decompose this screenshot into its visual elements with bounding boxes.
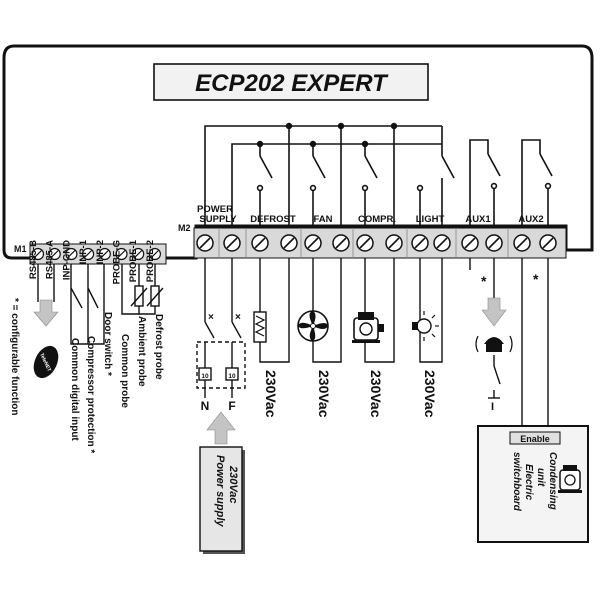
m2-terminal-screw bbox=[433, 234, 451, 252]
m1-tag: M1 bbox=[14, 244, 27, 254]
condensing-line1: Condensing bbox=[547, 452, 558, 510]
aux-switch-label: I bbox=[491, 401, 494, 413]
aux1-arrow bbox=[481, 297, 507, 327]
condensing-line4: switchboard bbox=[511, 452, 522, 512]
m1-terminal-screw bbox=[65, 247, 78, 261]
group-aux1: AUX1 bbox=[465, 214, 491, 225]
enable-tag bbox=[509, 431, 561, 445]
asterisk-n: × bbox=[208, 312, 214, 323]
m1-label: RS485-B bbox=[28, 240, 39, 279]
m1-function-label: Defrost probe bbox=[153, 314, 164, 380]
group-power-supply-line1: POWER bbox=[197, 204, 233, 215]
m1-terminal-strip bbox=[29, 243, 167, 265]
power-supply-box-line1: Power supply bbox=[214, 455, 226, 527]
network-module-icon: TeleNET bbox=[33, 345, 59, 379]
compressor-icon bbox=[352, 312, 384, 343]
group-compr: COMPR. bbox=[358, 214, 396, 225]
light-bulb-icon bbox=[412, 311, 439, 341]
group-fan: FAN bbox=[314, 214, 333, 225]
condensing-line2: unit bbox=[535, 468, 546, 487]
siren-icon bbox=[475, 335, 513, 353]
m2-terminal-screw bbox=[280, 234, 298, 252]
m1-function-label: Common probe bbox=[119, 334, 130, 408]
m1-label: PROBE-2 bbox=[145, 240, 156, 282]
m1-label: RS485-A bbox=[45, 240, 56, 279]
m2-terminal-screw bbox=[356, 234, 374, 252]
relay-wiring bbox=[204, 122, 553, 226]
device-title: ECP202 EXPERT bbox=[195, 70, 389, 97]
m1-label: PROBE-G bbox=[112, 240, 123, 284]
m1-function-label: Ambient probe bbox=[136, 316, 147, 387]
group-defrost: DEFROST bbox=[250, 214, 296, 225]
m2-terminal-screw bbox=[223, 234, 241, 252]
fuse-label-2: 10 bbox=[228, 373, 236, 380]
voltage-compr: 230Vac bbox=[368, 370, 384, 418]
enable-label: Enable bbox=[520, 434, 550, 444]
m1-terminal-screw bbox=[115, 247, 128, 261]
m1-terminal-screw bbox=[132, 247, 145, 261]
load-wiring bbox=[259, 258, 549, 440]
group-aux2: AUX2 bbox=[518, 214, 543, 225]
fuse-label-1: 10 bbox=[201, 373, 209, 380]
power-supply-box-line2: 230Vac bbox=[227, 465, 239, 504]
terminal-f: F bbox=[228, 399, 235, 413]
m1-label: PROBE-1 bbox=[128, 239, 139, 282]
terminal-n: N bbox=[201, 399, 210, 413]
m1-terminal-screw bbox=[48, 247, 61, 261]
fan-icon bbox=[297, 310, 329, 342]
voltage-light: 230Vac bbox=[422, 370, 438, 418]
m2-terminal-strip bbox=[193, 227, 567, 259]
power-arrow bbox=[206, 411, 236, 445]
m1-external-wiring bbox=[37, 264, 164, 345]
m1-function-label: * = configurable function bbox=[9, 298, 20, 416]
m1-terminal-screw bbox=[81, 247, 95, 261]
m1-function-label: Door switch * bbox=[102, 312, 113, 376]
resistor-heater-icon bbox=[253, 311, 267, 343]
m2-terminal-screw bbox=[539, 234, 557, 252]
m1-label: INP-GND bbox=[61, 240, 72, 280]
m2-terminal-screw bbox=[251, 234, 269, 252]
power-supply-wiring bbox=[196, 258, 246, 398]
m1-terminal-screw bbox=[98, 247, 111, 261]
m1-label: INP-2 bbox=[95, 240, 106, 264]
aux1-asterisk: * bbox=[481, 273, 487, 289]
m2-terminal-screw bbox=[332, 234, 350, 252]
m1-function-label: Compressor protection * bbox=[85, 336, 96, 453]
group-light: LIGHT bbox=[416, 214, 445, 225]
m1-terminal-screw bbox=[148, 247, 161, 261]
m1-label: INP-1 bbox=[78, 239, 89, 264]
m2-terminal-screw bbox=[485, 234, 503, 252]
m1-terminal-screw bbox=[31, 247, 45, 261]
aux2-asterisk: * bbox=[533, 271, 539, 287]
power-supply-box bbox=[199, 446, 243, 552]
condensing-compressor-icon bbox=[558, 465, 582, 493]
m2-terminal-screw bbox=[385, 234, 403, 252]
m2-terminal-screw bbox=[513, 234, 531, 252]
asterisk-f: × bbox=[235, 312, 241, 323]
m2-tag: M2 bbox=[178, 223, 191, 233]
m2-terminal-screw bbox=[196, 234, 214, 252]
m2-terminal-screw bbox=[304, 234, 322, 252]
m2-terminal-screw bbox=[411, 234, 429, 252]
voltage-fan: 230Vac bbox=[316, 370, 332, 418]
voltage-defrost: 230Vac bbox=[263, 370, 279, 418]
group-power-supply-line2: SUPPLY bbox=[199, 214, 237, 225]
condensing-line3: Electric bbox=[523, 464, 534, 501]
m1-function-label: Common digital input bbox=[69, 338, 80, 441]
bus-arrow bbox=[33, 299, 59, 327]
title-panel bbox=[153, 63, 429, 101]
m2-terminal-screw bbox=[461, 234, 479, 252]
controller-body bbox=[2, 44, 594, 260]
